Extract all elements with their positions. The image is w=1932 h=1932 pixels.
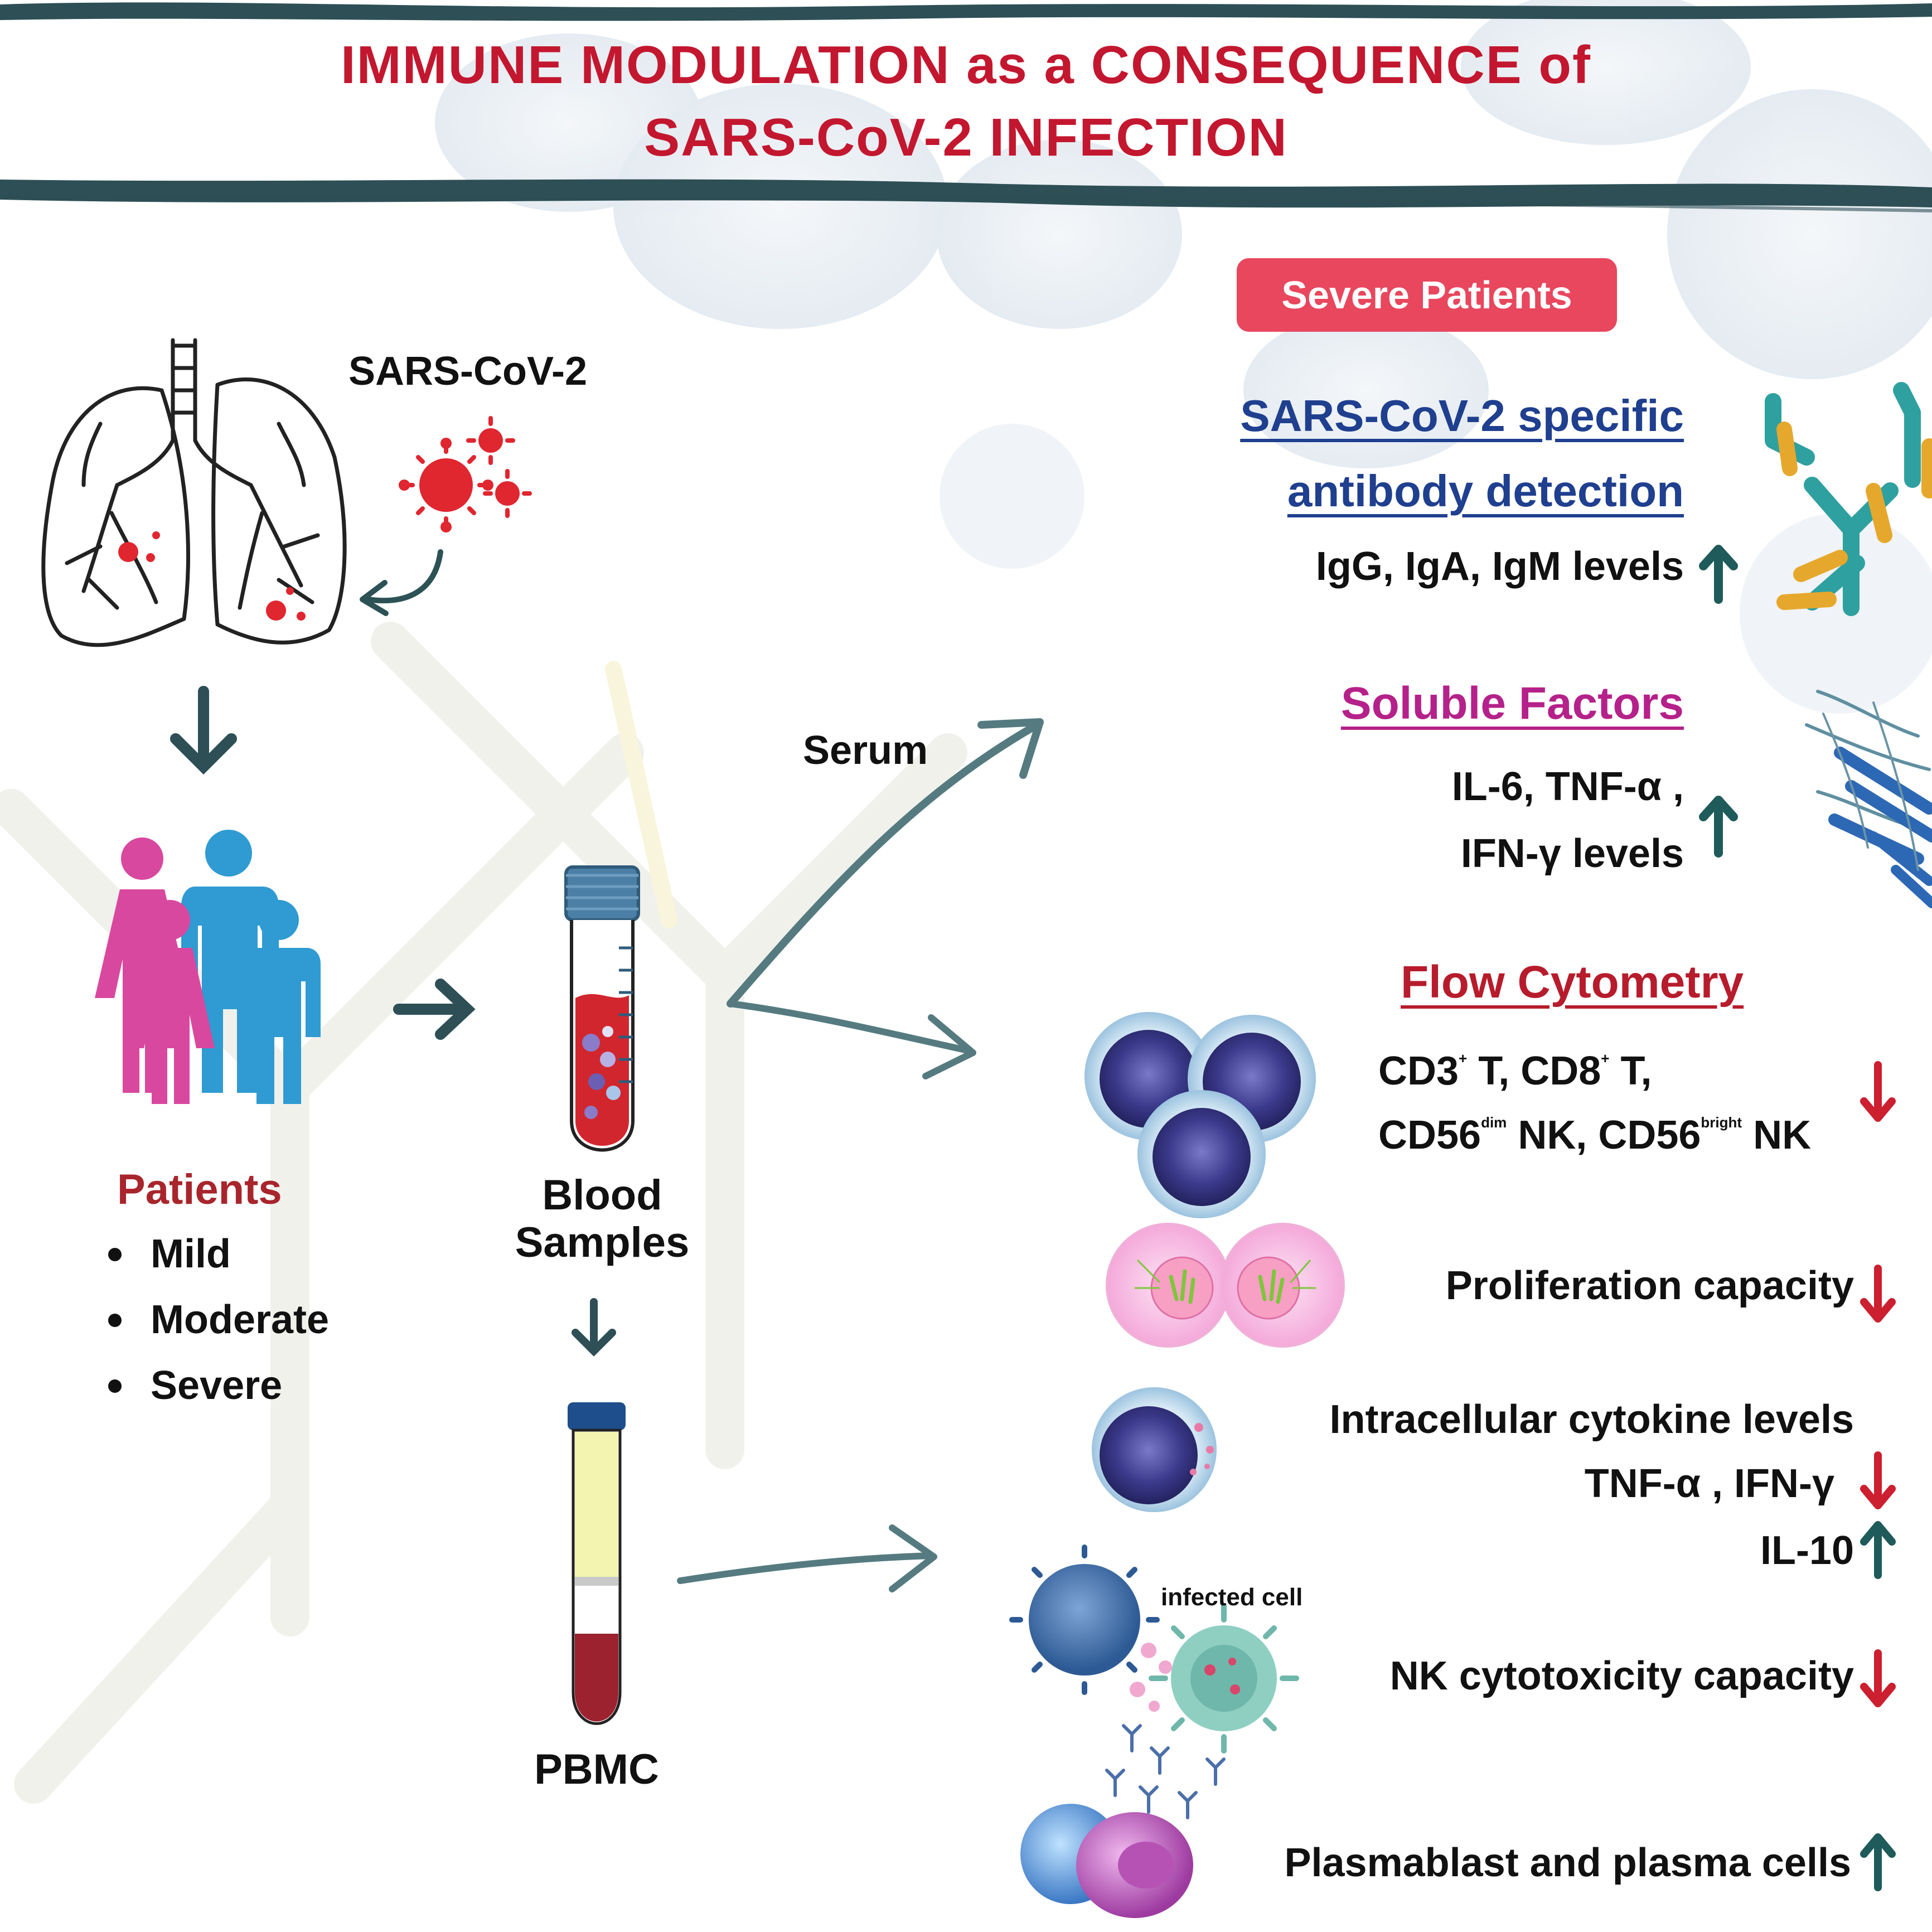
blood-sample-tube-icon (564, 865, 640, 1152)
patients-people-icon (95, 830, 321, 1104)
marker-bright-sup: bright (1701, 1114, 1742, 1131)
lymphocyte-cells-icon (1084, 1012, 1316, 1218)
marker-nk-2: NK (1742, 1113, 1812, 1158)
pbmc-arrow (677, 1524, 937, 1592)
infected-cell-label: infected cell (1161, 1584, 1303, 1611)
marker-cd56: CD56 (1378, 1113, 1481, 1158)
title-line-2: SARS-CoV-2 INFECTION (644, 108, 1288, 167)
pbmc-label: PBMC (534, 1746, 659, 1793)
soluble-factors-heading: Soluble Factors (1340, 678, 1684, 729)
header-bands (0, 2, 1932, 212)
severe-patients-badge: Severe Patients (1237, 258, 1617, 332)
flow-cytometry-heading-text: Flow Cytometry (1401, 957, 1744, 1008)
trend-arrows (1699, 545, 1896, 1891)
marker-cd3-sup: + (1459, 1050, 1468, 1067)
marker-t2: T, (1609, 1049, 1652, 1093)
serum-label: Serum (803, 728, 928, 773)
antibody-levels: IgG, IgA, IgM levels (1315, 544, 1684, 589)
marker-cd3: CD3 (1378, 1049, 1459, 1093)
intracellular-heading: Intracellular cytokine levels (1329, 1397, 1854, 1442)
marker-cd8-sup: + (1601, 1050, 1610, 1067)
il10-level: IL-10 (1760, 1528, 1854, 1573)
title-line-1: IMMUNE MODULATION as a CONSEQUENCE of (341, 35, 1591, 95)
proliferation-capacity: Proliferation capacity (1445, 1263, 1854, 1308)
serum-arrow (727, 718, 1044, 1008)
down-arrow-small-icon (572, 1298, 616, 1357)
marker-nk: NK, (1507, 1113, 1599, 1158)
virus-label: SARS-CoV-2 (348, 349, 588, 394)
soluble-line-2: IFN-γ levels (1460, 831, 1684, 876)
cytokine-cell-icon (1092, 1387, 1217, 1512)
patients-heading: Patients (117, 1166, 282, 1213)
markers-line-2: CD56dim NK, CD56bright NK (1378, 1112, 1811, 1158)
antibody-heading-1: SARS-CoV-2 specific (1240, 391, 1684, 440)
marker-cd56-b: CD56 (1598, 1113, 1701, 1158)
pbmc-tube-icon (568, 1402, 626, 1725)
patient-group-item: Mild (100, 1221, 329, 1287)
marker-cd8: CD8 (1521, 1049, 1601, 1093)
patient-group-item: Severe (100, 1353, 329, 1418)
granule-dots (1130, 1643, 1172, 1712)
small-antibodies-icon (1105, 1724, 1226, 1819)
flow-cytometry-heading: Flow Cytometry (1401, 956, 1744, 1009)
marker-dim-sup: dim (1481, 1114, 1507, 1131)
background-cells (435, 0, 1932, 714)
down-arrow-icon (170, 686, 237, 775)
plasma-cells-icon (1020, 1804, 1193, 1918)
virus-to-lung-arrow (365, 549, 443, 604)
cells-arrow (727, 1000, 976, 1079)
patient-group-item: Moderate (100, 1287, 329, 1353)
dividing-cells-icon (1106, 1223, 1345, 1348)
markers-line-1: CD3+ T, CD8+ T, (1378, 1048, 1652, 1094)
nk-cytotoxicity: NK cytotoxicity capacity (1389, 1654, 1854, 1698)
blood-label: Blood (542, 1171, 662, 1219)
virus-blue-icon (1009, 1544, 1160, 1695)
infected-cell-icon (1149, 1603, 1299, 1754)
cytokine-protein-icon (1805, 690, 1932, 908)
plasma-cells-text: Plasmablast and plasma cells (1284, 1841, 1851, 1885)
antibody-heading-2: antibody detection (1287, 466, 1684, 516)
lungs-illustration (41, 338, 347, 647)
sars-cov-2-virus-icon (399, 416, 532, 532)
right-arrow-icon (393, 979, 476, 1040)
samples-label: Samples (515, 1219, 690, 1266)
patient-groups-list: Mild Moderate Severe (100, 1221, 329, 1418)
marker-t: T, (1467, 1049, 1521, 1093)
soluble-line-1: IL-6, TNF-α , (1451, 764, 1684, 809)
antibody-icon (1765, 382, 1932, 616)
lung-virus-particles (118, 531, 306, 621)
tnf-ifn-levels: TNF-α , IFN-γ (1584, 1461, 1834, 1506)
